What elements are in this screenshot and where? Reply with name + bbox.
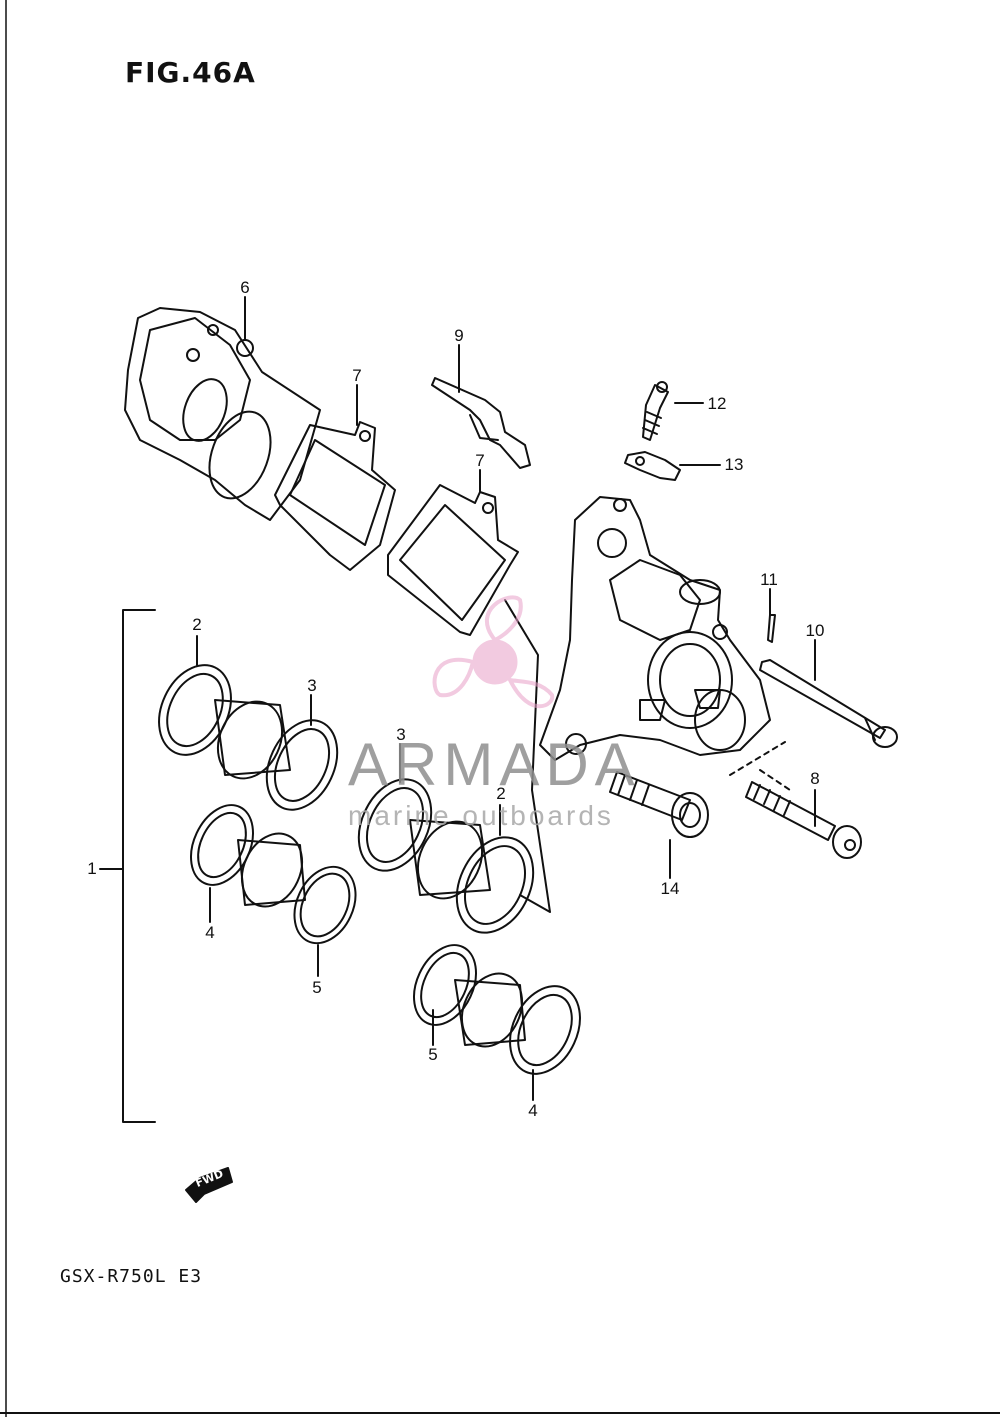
caliper-mounting-bolt — [609, 771, 709, 838]
watermark-tagline: marine outboards — [348, 800, 614, 831]
callout-13: 13 — [724, 455, 744, 474]
pad-mounting-pin — [759, 659, 898, 748]
piston-seal-set-c — [357, 599, 551, 934]
callout-7: 7 — [475, 451, 485, 470]
callout-2: 2 — [192, 615, 202, 634]
watermark-brand: ARMADA — [348, 731, 641, 798]
piston-seal-set-d — [413, 944, 581, 1101]
callout-4: 4 — [205, 923, 215, 942]
callout-4: 4 — [528, 1101, 538, 1120]
callout-2: 2 — [496, 784, 506, 803]
piston-seal-set-a — [158, 635, 339, 811]
callout-10: 10 — [805, 621, 825, 640]
brake-pad-upper — [274, 421, 396, 571]
figure-title: FIG.46A — [125, 56, 256, 89]
caliper-bolt-short — [745, 781, 862, 859]
retaining-clip — [767, 614, 776, 643]
caliper-half-left — [124, 307, 321, 521]
callout-12: 12 — [707, 394, 727, 413]
callout-3: 3 — [307, 676, 317, 695]
model-code: GSX-R750L E3 — [60, 1266, 203, 1287]
callout-3: 3 — [396, 725, 406, 744]
bleeder-cap — [624, 451, 681, 481]
pad-spring-shim — [431, 377, 531, 469]
callout-5: 5 — [428, 1045, 438, 1064]
caliper-half-right — [539, 496, 771, 761]
watermark-propeller-logo — [432, 595, 555, 709]
callout-7: 7 — [352, 366, 362, 385]
bleeder-valve — [642, 381, 669, 441]
callout-5: 5 — [312, 978, 322, 997]
callout-8: 8 — [810, 769, 820, 788]
callout-11: 11 — [760, 570, 778, 589]
callout-6: 6 — [240, 278, 250, 297]
callout-1: 1 — [87, 859, 97, 878]
callout-14: 14 — [660, 879, 680, 898]
piston-seal-set-b — [190, 804, 357, 977]
brake-pad-lower — [387, 484, 519, 636]
forward-direction-arrow — [185, 1167, 233, 1203]
callout-9: 9 — [454, 326, 464, 345]
